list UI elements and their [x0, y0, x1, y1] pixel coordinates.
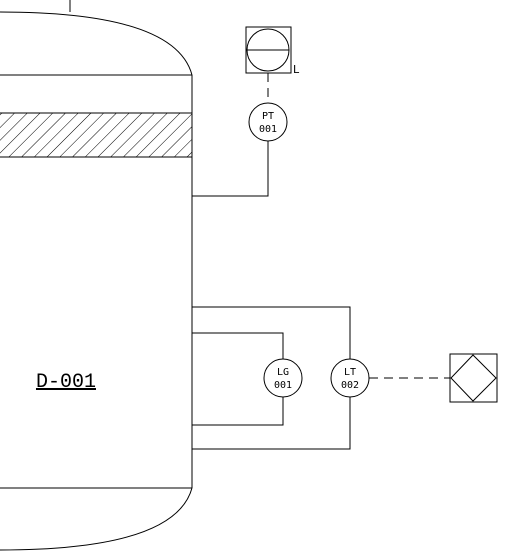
- pt-function-label: PT: [262, 111, 274, 122]
- lt-upper-connection: [192, 306, 351, 359]
- instrument-lg-001[interactable]: LG 001: [263, 358, 303, 398]
- lg-function-label: LG: [277, 367, 289, 378]
- shared-display-icon[interactable]: [449, 353, 498, 403]
- vessel-d-001[interactable]: D-001: [0, 0, 193, 551]
- lg-lower-connection: [192, 397, 284, 426]
- instrument-pt-001[interactable]: PT 001: [248, 102, 288, 142]
- vessel-tag-label: D-001: [36, 371, 96, 394]
- top-head: [0, 11, 193, 76]
- lg-bubble: [263, 358, 303, 398]
- pt-number-label: 001: [259, 124, 277, 135]
- lt-lower-connection: [192, 397, 351, 450]
- display-box: [449, 353, 498, 403]
- packed-bed-hatch: [0, 113, 192, 157]
- pt-bubble: [248, 102, 288, 142]
- bottom-head: [0, 487, 193, 551]
- lt-bubble: [330, 358, 370, 398]
- lg-upper-connection: [192, 332, 284, 359]
- lg-number-label: 001: [274, 380, 292, 391]
- lt-function-label: LT: [344, 367, 356, 378]
- pressure-gauge-icon[interactable]: L: [245, 26, 300, 76]
- gauge-side-letter: L: [293, 63, 300, 76]
- lt-number-label: 002: [341, 380, 359, 391]
- instrument-lt-002[interactable]: LT 002: [330, 358, 370, 398]
- pt-process-line: [192, 141, 269, 197]
- display-diamond: [450, 354, 497, 402]
